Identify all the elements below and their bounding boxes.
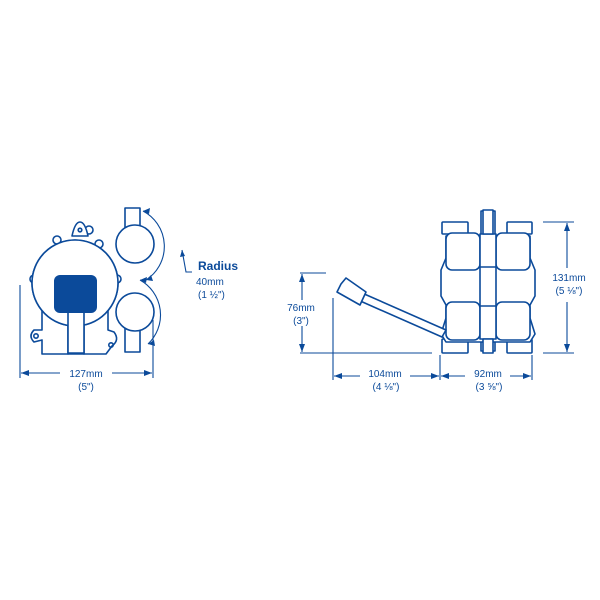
side-view-handle [336,277,447,338]
body-width-metric: 92mm [474,369,502,380]
radius-arcs [139,208,192,346]
handle-reach-imperial: (4 ⅛") [373,382,400,393]
radius-imperial: (1 ½") [198,290,225,301]
body-height-dimension [543,221,574,354]
handle-height-dimension [299,272,432,354]
handle-knob [336,277,367,306]
handle-reach-dimension [332,298,441,380]
front-width-imperial: (5") [78,382,94,393]
body-width-dimension [441,355,533,380]
shaft-housing [479,233,497,340]
body-height-metric: 131mm [552,273,585,284]
front-width-metric: 127mm [69,369,102,380]
front-width-dimension [19,285,154,378]
front-view-pump [29,207,155,355]
handle-height-imperial: (3") [293,316,309,327]
body-height-imperial: (5 ⅛") [556,286,583,297]
lower-port-circle [115,292,155,332]
body-width-imperial: (3 ⅝") [476,382,503,393]
handle-height-metric: 76mm [287,303,315,314]
radius-metric: 40mm [196,277,224,288]
handle-grip [54,275,97,313]
upper-port-circle [115,224,155,264]
radius-title: Radius [198,259,238,273]
handle-reach-metric: 104mm [368,369,401,380]
handle-lever [357,292,447,338]
side-view-pump [440,209,536,354]
